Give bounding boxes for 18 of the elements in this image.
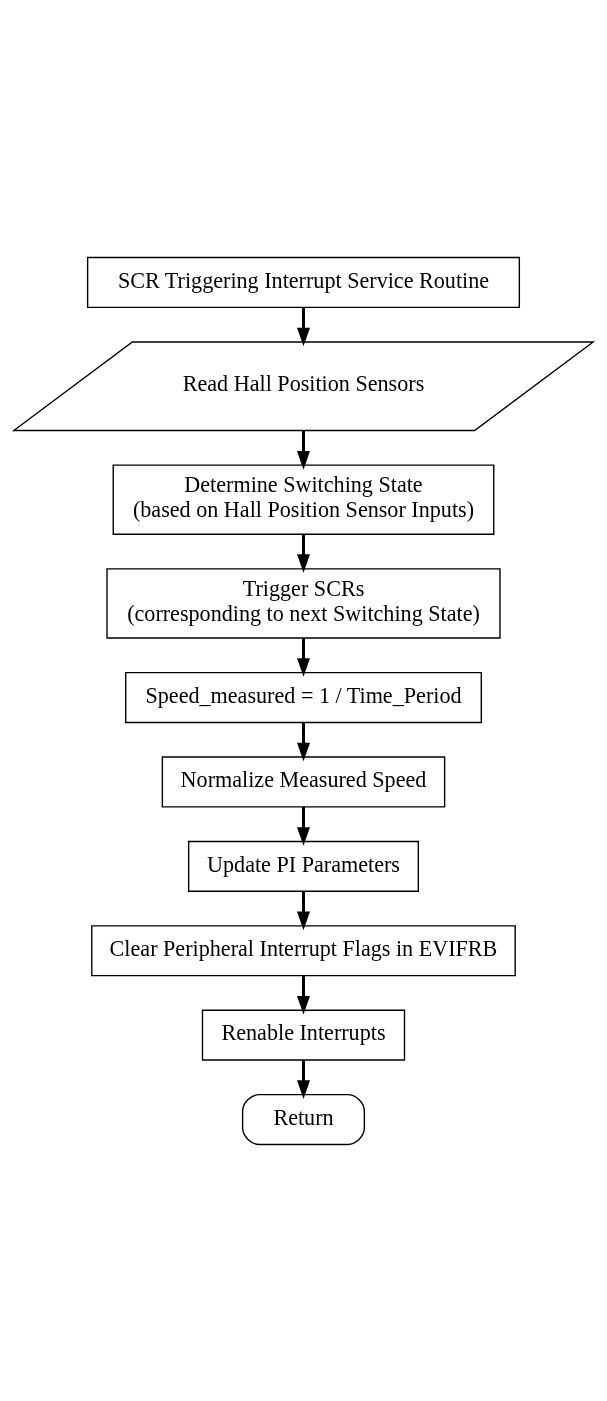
node-box: Trigger SCRs (corresponding to next Switching State) — [106, 567, 501, 639]
arrow — [297, 1059, 310, 1099]
arrow — [297, 307, 310, 346]
arrow — [297, 534, 310, 573]
arrow — [297, 722, 310, 761]
arrow — [297, 430, 310, 470]
node-box: Return — [241, 1093, 366, 1145]
node-box: Speed_measured = 1 / Time_Period — [125, 671, 482, 723]
arrow — [297, 975, 310, 1015]
arrow — [297, 637, 310, 677]
arrow — [297, 890, 310, 930]
node-box: SCR Triggering Interrupt Service Routine — [86, 256, 521, 308]
node-box: Clear Peripheral Interrupt Flags in EVIFRB — [91, 924, 516, 976]
node-box: Update PI Parameters — [187, 840, 420, 892]
node-box: Determine Switching State (based on Hall Position Sensor Inputs) — [112, 463, 495, 535]
node-box: Normalize Measured Speed — [161, 755, 446, 808]
arrow — [297, 806, 310, 846]
node-box: Renable Interrupts — [201, 1009, 406, 1061]
